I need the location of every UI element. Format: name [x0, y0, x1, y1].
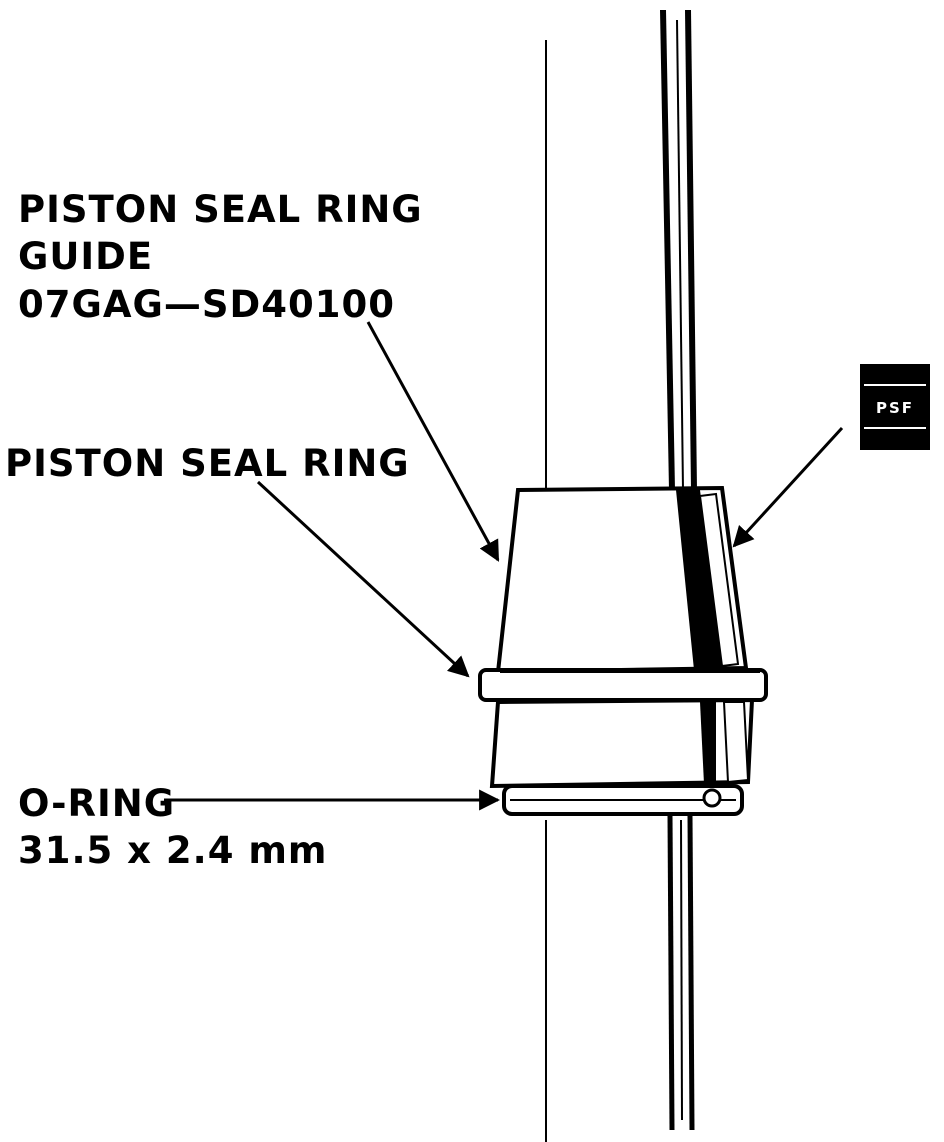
- seal-ring-guide-body: [495, 485, 749, 675]
- o-ring-size: 31.5 x 2.4 mm: [18, 829, 328, 873]
- piston-seal-ring-guide-label: PISTON SEAL RING GUIDE 07GAG—SD40100: [18, 186, 423, 328]
- o-ring-label-text: O-RING: [18, 782, 176, 825]
- guide-label-line-2: GUIDE: [18, 235, 154, 279]
- piston-lower-body: [489, 697, 755, 789]
- o-ring-label: O-RING 31.5 x 2.4 mm: [18, 780, 327, 875]
- guide-label-line-1: PISTON SEAL RING: [18, 188, 423, 231]
- piston-shaft: [660, 9, 697, 1131]
- guide-part-number: 07GAG—SD40100: [18, 282, 395, 326]
- piston-seal-ring-shape: [478, 668, 768, 702]
- tool-badge-text: PSF: [876, 399, 914, 417]
- tool-badge: PSF: [860, 364, 930, 450]
- guide-leader-arrow: [366, 321, 500, 562]
- piston-seal-ring-label: PISTON SEAL RING: [5, 440, 410, 487]
- tool-leader-arrow: [732, 426, 844, 548]
- o-ring-groove: [502, 784, 744, 816]
- seal-ring-label-text: PISTON SEAL RING: [5, 442, 410, 485]
- seal-ring-leader-arrow: [256, 480, 470, 678]
